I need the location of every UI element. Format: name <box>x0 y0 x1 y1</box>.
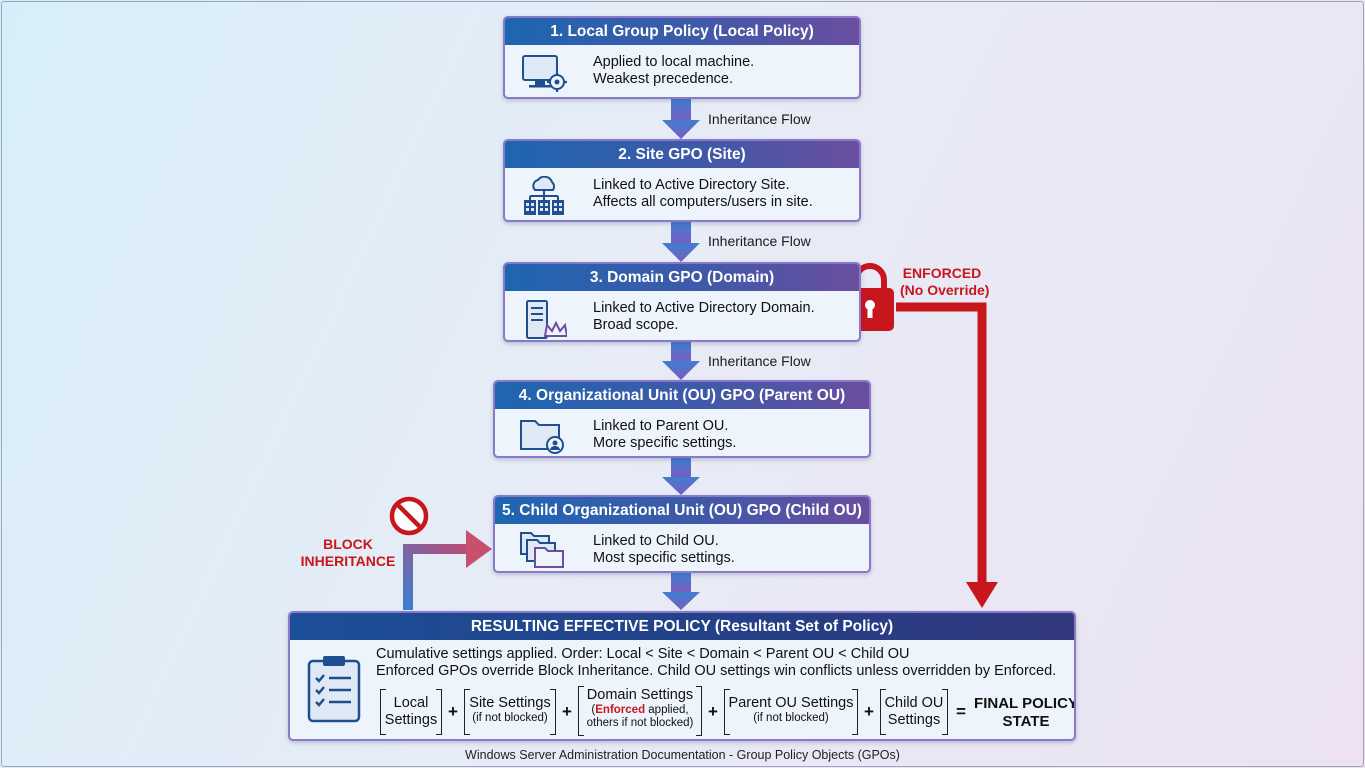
term-parent-line-1: Parent OU Settings <box>728 695 854 711</box>
result-override-line: Enforced GPOs override Block Inheritance… <box>376 663 1057 679</box>
enforced-label: ENFORCED (No Override) <box>900 265 990 299</box>
footer-caption: Windows Server Administration Documentat… <box>465 748 900 762</box>
block-label-line-2: INHERITANCE <box>300 553 396 569</box>
level-1-title: 1. Local Group Policy (Local Policy) <box>505 18 859 45</box>
inheritance-flow-label-1: Inheritance Flow <box>708 111 811 127</box>
result-order-line: Cumulative settings applied. Order: Loca… <box>376 646 910 662</box>
level-1-local-policy-box: 1. Local Group Policy (Local Policy) App… <box>503 16 861 99</box>
level-4-title: 4. Organizational Unit (OU) GPO (Parent … <box>495 382 869 409</box>
inheritance-arrow-3 <box>662 342 700 380</box>
folder-user-icon <box>520 420 564 454</box>
final-line-2: STATE <box>1002 713 1050 730</box>
computer-gear-icon <box>522 55 567 92</box>
term-domain-line-2: (Enforced applied, <box>591 704 689 716</box>
term-parent-line-2: (if not blocked) <box>753 712 829 724</box>
plus-4: + <box>864 702 874 721</box>
plus-3: + <box>708 702 718 721</box>
term-domain-settings: Domain Settings (Enforced applied, other… <box>578 686 702 736</box>
plus-1: + <box>448 702 458 721</box>
level-5-description: Linked to Child OU. Most specific settin… <box>593 533 735 567</box>
inheritance-flow-label-3: Inheritance Flow <box>708 353 811 369</box>
prohibited-icon <box>389 496 429 536</box>
term-site-settings: Site Settings (if not blocked) <box>464 689 556 735</box>
resulting-effective-policy-box: RESULTING EFFECTIVE POLICY (Resultant Se… <box>288 611 1076 741</box>
enforced-arrow <box>896 302 998 608</box>
inheritance-arrow-2 <box>662 222 700 262</box>
term-local-line-2: Settings <box>384 712 438 728</box>
level-2-site-gpo-box: 2. Site GPO (Site) Linked to Active Dire… <box>503 139 861 222</box>
final-policy-state: FINAL POLICY STATE <box>974 695 1076 731</box>
term-domain-applied: applied, <box>645 704 689 716</box>
level-3-line-2: Broad scope. <box>593 317 679 333</box>
term-child-ou-settings: Child OU Settings <box>880 689 948 735</box>
level-2-description: Linked to Active Directory Site. Affects… <box>593 177 813 211</box>
term-parent-ou-settings: Parent OU Settings (if not blocked) <box>724 689 858 735</box>
enforced-label-line-1: ENFORCED <box>902 265 982 281</box>
level-3-title: 3. Domain GPO (Domain) <box>505 264 859 291</box>
level-4-description: Linked to Parent OU. More specific setti… <box>593 418 736 452</box>
inheritance-arrow-1 <box>662 99 700 139</box>
term-child-line-1: Child OU <box>884 695 944 711</box>
term-site-line-2: (if not blocked) <box>472 712 548 724</box>
block-inheritance-arrow <box>403 530 492 610</box>
server-crown-icon <box>526 300 567 339</box>
term-child-line-2: Settings <box>887 712 941 728</box>
term-domain-line-3: others if not blocked) <box>586 717 694 729</box>
level-5-line-2: Most specific settings. <box>593 550 735 566</box>
level-3-domain-gpo-box: 3. Domain GPO (Domain) Linked to Active … <box>503 262 861 342</box>
result-title: RESULTING EFFECTIVE POLICY (Resultant Se… <box>290 613 1074 640</box>
term-local-line-1: Local <box>393 695 429 711</box>
nested-folders-icon <box>520 532 564 568</box>
clipboard-checklist-icon <box>307 656 361 723</box>
level-4-line-1: Linked to Parent OU. <box>593 418 729 434</box>
inheritance-arrow-5 <box>662 573 700 610</box>
level-5-child-ou-box: 5. Child Organizational Unit (OU) GPO (C… <box>493 495 871 573</box>
level-2-line-1: Linked to Active Directory Site. <box>593 177 790 193</box>
level-3-line-1: Linked to Active Directory Domain. <box>593 300 815 316</box>
level-5-title: 5. Child Organizational Unit (OU) GPO (C… <box>495 497 869 524</box>
plus-2: + <box>562 702 572 721</box>
level-4-parent-ou-box: 4. Organizational Unit (OU) GPO (Parent … <box>493 380 871 458</box>
block-label-line-1: BLOCK <box>323 536 373 552</box>
block-inheritance-label: BLOCK INHERITANCE <box>300 536 396 570</box>
level-1-line-2: Weakest precedence. <box>593 71 733 87</box>
term-site-line-1: Site Settings <box>469 695 551 711</box>
inheritance-arrow-4 <box>662 458 700 495</box>
term-local-settings: Local Settings <box>380 689 442 735</box>
result-description: Cumulative settings applied. Order: Loca… <box>376 646 1056 680</box>
level-1-line-1: Applied to local machine. <box>593 54 755 70</box>
level-4-line-2: More specific settings. <box>593 435 737 451</box>
cloud-network-icon <box>524 176 564 215</box>
final-line-1: FINAL POLICY <box>974 695 1076 712</box>
enforced-label-line-2: (No Override) <box>900 282 990 298</box>
term-domain-line-1: Domain Settings <box>586 687 694 703</box>
level-3-description: Linked to Active Directory Domain. Broad… <box>593 300 815 334</box>
inheritance-flow-label-2: Inheritance Flow <box>708 233 811 249</box>
level-1-description: Applied to local machine. Weakest preced… <box>593 54 754 88</box>
enforced-word: Enforced <box>595 704 646 716</box>
level-5-line-1: Linked to Child OU. <box>593 533 719 549</box>
equals-sign: = <box>956 702 966 721</box>
level-2-line-2: Affects all computers/users in site. <box>593 194 813 210</box>
level-2-title: 2. Site GPO (Site) <box>505 141 859 168</box>
